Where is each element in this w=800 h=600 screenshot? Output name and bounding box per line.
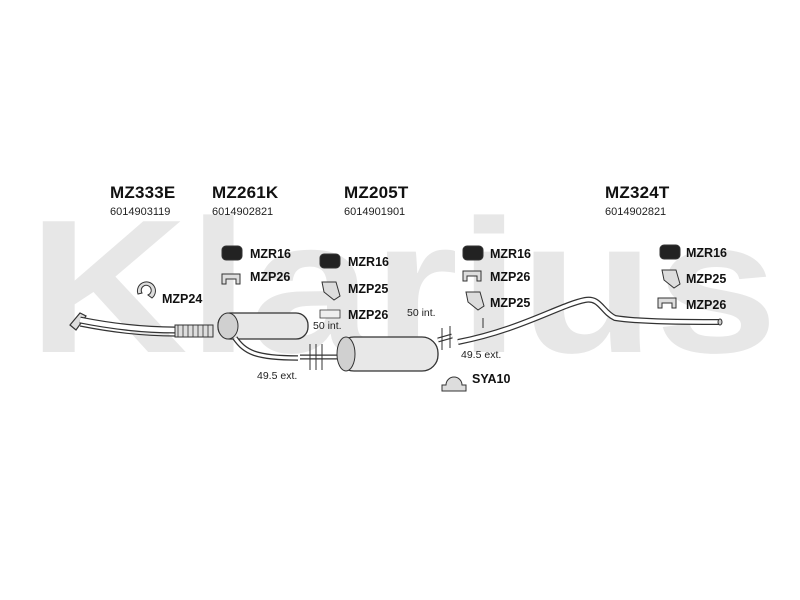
acc-label-sya10: SYA10 xyxy=(472,372,511,386)
acc-label-mzp24: MZP24 xyxy=(162,292,203,306)
clamp-icon xyxy=(136,281,156,299)
rubber-mount-icon xyxy=(221,245,243,261)
part-code-mz333e: MZ333E xyxy=(110,183,176,202)
acc-label-mzp26: MZP26 xyxy=(490,270,531,284)
acc-label-mzp25: MZP25 xyxy=(686,272,727,286)
part-number-mz333e: 6014903119 xyxy=(110,206,171,218)
dimension-label: 49.5 ext. xyxy=(461,349,502,361)
acc-label-mzp26: MZP26 xyxy=(348,308,389,322)
bracket-icon xyxy=(221,273,241,285)
acc-label-mzp25: MZP25 xyxy=(348,282,389,296)
part-number-mz324t: 6014902821 xyxy=(605,206,667,218)
bracket-icon xyxy=(462,270,482,282)
tail-pipe xyxy=(457,296,723,345)
dimension-label: 50 int. xyxy=(407,307,436,319)
bracket-icon xyxy=(657,297,677,309)
bracket-icon xyxy=(661,269,681,289)
rubber-mount-icon xyxy=(319,253,341,269)
bracket-icon xyxy=(465,291,485,311)
acc-label-mzr16: MZR16 xyxy=(250,247,291,261)
part-code-mz205t: MZ205T xyxy=(344,183,409,202)
centre-silencer xyxy=(300,333,453,372)
bracket-icon xyxy=(319,309,341,319)
acc-label-mzp26: MZP26 xyxy=(686,298,727,312)
joint-marks xyxy=(309,318,484,370)
acc-label-mzr16: MZR16 xyxy=(348,255,389,269)
rubber-mount-icon xyxy=(659,244,681,260)
part-number-mz205t: 6014901901 xyxy=(344,206,406,218)
acc-label-mzr16: MZR16 xyxy=(686,246,727,260)
part-number-mz261k: 6014902821 xyxy=(212,206,274,218)
part-code-mz261k: MZ261K xyxy=(212,183,279,202)
hanger-icon xyxy=(441,376,467,392)
acc-label-mzp25: MZP25 xyxy=(490,296,531,310)
part-code-mz324t: MZ324T xyxy=(605,183,670,202)
bracket-icon xyxy=(321,281,341,301)
rubber-mount-icon xyxy=(462,245,484,261)
intermediate-silencer xyxy=(217,312,309,361)
front-pipe xyxy=(69,312,214,338)
dimension-label: 49.5 ext. xyxy=(257,370,298,382)
dimension-label: 50 int. xyxy=(313,320,342,332)
acc-label-mzr16: MZR16 xyxy=(490,247,531,261)
accessory-icons xyxy=(136,244,681,392)
acc-label-mzp26: MZP26 xyxy=(250,270,291,284)
